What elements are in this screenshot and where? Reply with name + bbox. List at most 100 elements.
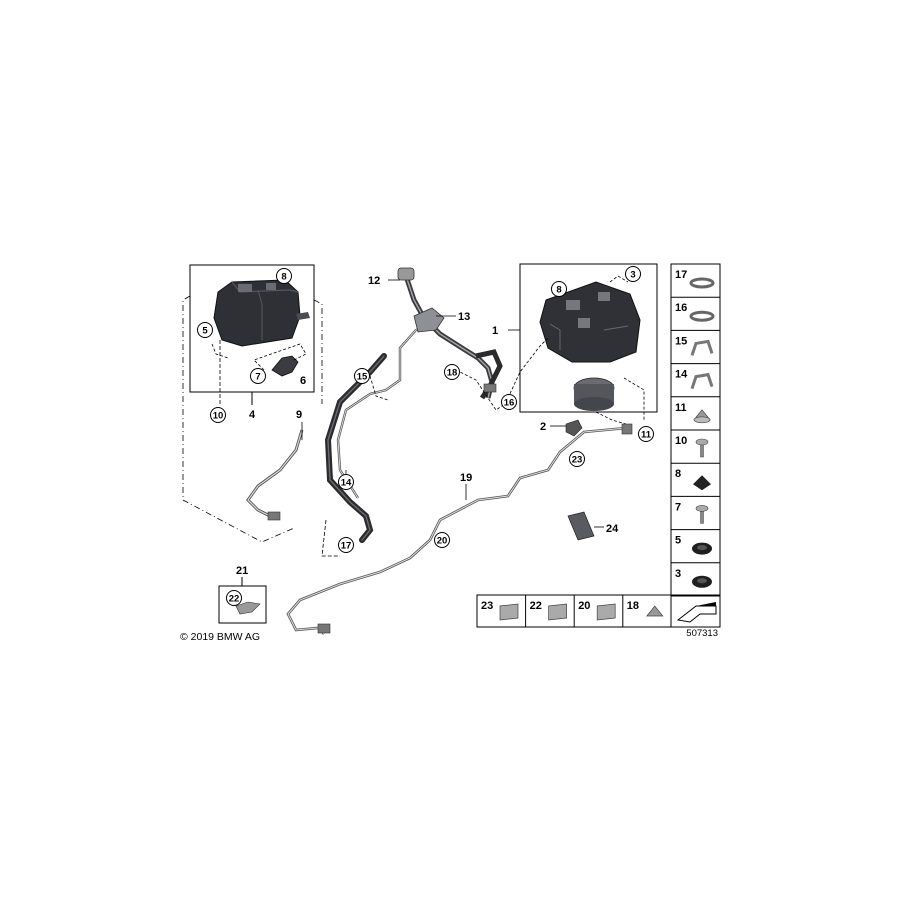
- callout-6: 6: [300, 375, 306, 387]
- callout-2: 2: [540, 421, 546, 433]
- callout-5: 5: [197, 322, 213, 338]
- callout-11: 11: [638, 426, 654, 442]
- bottom-panel-label: 20: [578, 600, 590, 612]
- callout-22: 22: [226, 590, 242, 606]
- callout-15: 15: [354, 368, 370, 384]
- side-panel-cell-10: 10: [671, 429, 720, 458]
- svg-text:3: 3: [630, 270, 635, 281]
- side-panel-cell-16: 16: [671, 296, 720, 322]
- hoses-center: [321, 267, 509, 557]
- part-11-icon: [693, 409, 711, 424]
- callout-20: 20: [434, 532, 450, 548]
- side-panel-label: 16: [675, 302, 687, 314]
- callout-18: 18: [444, 364, 460, 380]
- svg-text:8: 8: [281, 272, 286, 283]
- part-5-icon: [692, 542, 712, 555]
- diagram-number: 507313: [686, 628, 718, 639]
- callout-24: 24: [606, 523, 619, 535]
- callout-9: 9: [296, 409, 302, 421]
- callout-19: 19: [460, 472, 472, 484]
- svg-text:8: 8: [556, 285, 561, 296]
- side-panel-label: 7: [675, 501, 681, 513]
- bottom-panel-cell-18: 18: [622, 595, 664, 627]
- callout-23: 23: [569, 451, 585, 467]
- bottom-panel-cell-23: 23: [481, 600, 519, 621]
- svg-text:7: 7: [255, 372, 260, 383]
- part-21-box: [218, 577, 267, 624]
- callout-10: 10: [210, 407, 226, 423]
- part-23-icon: [499, 603, 519, 621]
- reservoir-group: [182, 264, 323, 543]
- part-15-icon: [690, 339, 714, 356]
- line-19: [286, 423, 633, 635]
- side-panel-cell-3: 3: [671, 562, 720, 588]
- svg-text:18: 18: [447, 368, 458, 379]
- part-2: [565, 419, 583, 437]
- bottom-panel-label: 23: [481, 600, 493, 612]
- side-panel-cell-11: 11: [671, 396, 720, 424]
- part-14-icon: [690, 372, 714, 390]
- callout-8-pump: 8: [551, 281, 567, 297]
- callout-21: 21: [236, 565, 248, 577]
- side-panel-label: 10: [675, 435, 687, 447]
- side-panel-label: 5: [675, 535, 681, 547]
- side-panel-cell-5: 5: [671, 529, 720, 555]
- bottom-panel: 23 22 20 18: [476, 594, 721, 628]
- side-panel-label: 14: [675, 369, 688, 381]
- sensor-part: [271, 355, 299, 377]
- callout-8-reservoir: 8: [276, 268, 292, 284]
- side-panel-cell-15: 15: [671, 329, 720, 356]
- svg-text:11: 11: [641, 430, 652, 441]
- callouts: 1 2 4 6 9 12 13 19 21 24 8 5 7 10 15: [197, 266, 654, 606]
- callout-14: 14: [338, 474, 354, 490]
- bottom-panel-label: 18: [627, 600, 639, 612]
- svg-text:14: 14: [341, 478, 352, 489]
- side-panel-label: 17: [675, 269, 687, 281]
- hose-9: [246, 422, 304, 521]
- callout-16: 16: [501, 394, 517, 410]
- reservoir-tank: [213, 279, 301, 347]
- side-panel-cell-17: 17: [675, 269, 715, 289]
- side-panel-cell-8: 8: [671, 462, 720, 491]
- part-17-icon: [689, 277, 715, 289]
- pump-group: [507, 263, 658, 437]
- side-panel-cell-14: 14: [671, 363, 720, 390]
- svg-text:17: 17: [341, 541, 352, 552]
- side-panel-label: 3: [675, 568, 681, 580]
- part-22-icon: [548, 603, 567, 621]
- svg-text:16: 16: [504, 398, 515, 409]
- side-panel-label: 15: [675, 335, 687, 347]
- part-24: [567, 511, 604, 541]
- part-20-icon: [596, 603, 616, 621]
- side-panel-cell-7: 7: [671, 495, 720, 524]
- pump-frame: [519, 263, 658, 413]
- callout-7: 7: [250, 368, 266, 384]
- callout-12: 12: [368, 275, 380, 287]
- svg-text:23: 23: [572, 455, 583, 466]
- part-7-icon: [695, 505, 709, 524]
- callout-13: 13: [458, 311, 470, 323]
- svg-text:5: 5: [202, 326, 208, 337]
- bottom-panel-cell-20: 20: [573, 595, 616, 627]
- bottom-panel-cell-22: 22: [525, 595, 567, 627]
- callout-1: 1: [492, 325, 498, 337]
- callout-17: 17: [338, 537, 354, 553]
- svg-text:20: 20: [437, 536, 448, 547]
- svg-text:15: 15: [357, 372, 368, 383]
- part-16-icon: [689, 310, 715, 322]
- side-panel-label: 11: [675, 402, 687, 414]
- callout-4: 4: [249, 409, 256, 421]
- part-3-icon: [692, 575, 712, 588]
- arrow-icon: [670, 595, 717, 627]
- part-8-icon: [693, 475, 711, 491]
- part-10-icon: [695, 438, 709, 458]
- side-panel-label: 8: [675, 468, 681, 480]
- svg-text:10: 10: [213, 411, 224, 422]
- callout-3: 3: [625, 266, 641, 282]
- svg-text:22: 22: [229, 594, 240, 605]
- bottom-panel-label: 22: [530, 600, 542, 612]
- side-panel: 17 16 15 14 11 10 8 7 5 3: [670, 263, 721, 597]
- part-18-icon: [646, 605, 664, 617]
- copyright-text: © 2019 BMW AG: [180, 631, 260, 643]
